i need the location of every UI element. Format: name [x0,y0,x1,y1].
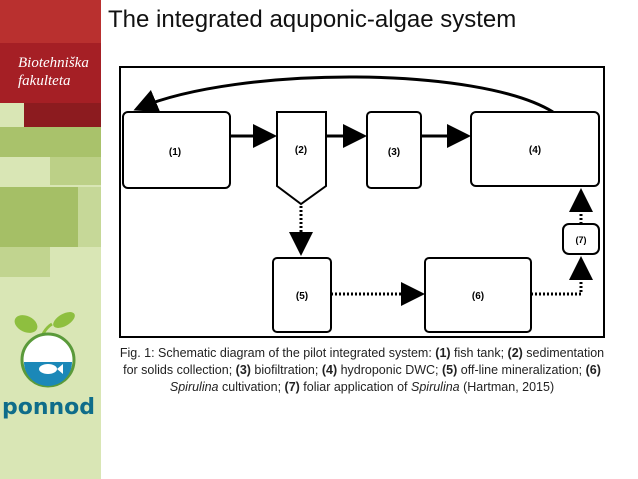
node-n3 [366,111,422,189]
edge-n6-n7 [531,256,593,296]
sprout-fish-logo-icon [14,312,76,388]
slide-title: The integrated aquponic-algae system [108,6,517,33]
sidebar-block [0,0,101,43]
caption-node-ref: (6) [585,363,601,377]
university-name-line1: Biotehniška [18,55,89,71]
caption-species-name: Spirulina [169,380,219,394]
sidebar-block [24,103,101,127]
schematic-diagram: (1) (2) (3) (4) (5) (6) (7) [122,75,600,333]
figure-caption: Fig. 1: Schematic diagram of the pilot i… [119,345,605,396]
sidebar-block [50,157,101,185]
sidebar: Biotehniška fakulteta ponnod [0,0,101,479]
node-n2 [276,111,327,206]
caption-node-ref: (3) [235,363,251,377]
node-n4-label: (4) [529,145,541,156]
caption-text: hydroponic DWC; [337,363,443,377]
sidebar-block [78,187,101,247]
sidebar-block [0,127,101,157]
caption-node-ref: (4) [321,363,338,377]
node-n1-label: (1) [169,147,181,158]
caption-species-name: Spirulina [411,380,460,394]
caption-citation: (Hartman, 2015) [459,380,555,394]
university-name-line2: fakulteta [18,73,71,89]
node-n4 [470,111,600,187]
node-n3-label: (3) [388,147,400,158]
node-n2-label: (2) [295,145,307,156]
university-name: Biotehniška fakulteta [18,54,100,90]
caption-text: off-line mineralization; [457,363,586,377]
sidebar-block [0,247,50,277]
caption-text: biofiltration; [250,363,322,377]
caption-text: cultivation; [218,380,285,394]
caption-node-ref: (5) [442,363,458,377]
caption-text: Fig. 1: Schematic diagram of the pilot i… [119,346,436,360]
sidebar-block [0,43,101,103]
node-n7-label: (7) [576,235,587,245]
caption-node-ref: (7) [284,380,300,394]
sidebar-block [0,187,78,247]
edge-n4-n1 [133,75,554,114]
caption-text: sedimentation for solids collection; [123,346,605,377]
caption-text: foliar application of [299,380,411,394]
node-n5-label: (5) [296,291,308,302]
node-n1 [122,111,231,189]
node-n6-label: (6) [472,291,484,302]
caption-node-ref: (1) [435,346,451,360]
logo-wordmark: ponnod [2,395,96,420]
caption-text: fish tank; [450,346,508,360]
caption-node-ref: (2) [507,346,523,360]
